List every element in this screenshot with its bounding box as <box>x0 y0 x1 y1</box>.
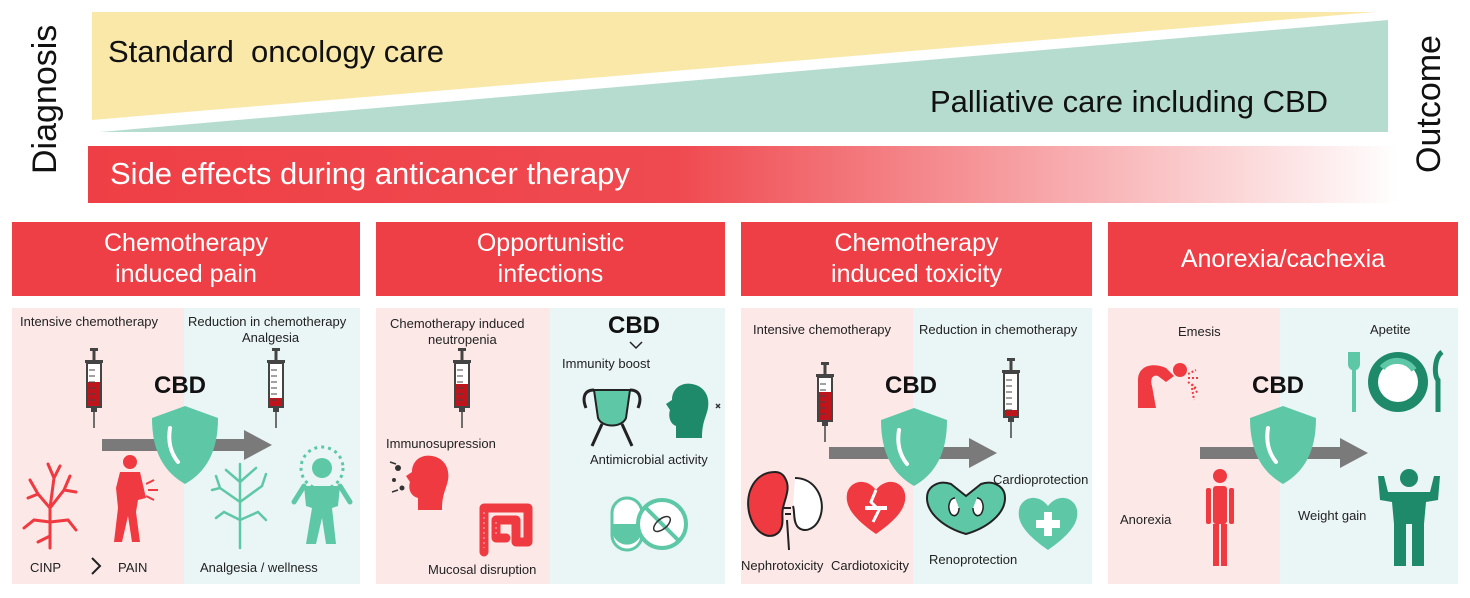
label-cardioprotection: Cardioprotection <box>993 472 1089 487</box>
panel-header-toxicity: Chemotherapy induced toxicity <box>741 222 1092 296</box>
hands-kidney-icon <box>925 481 1007 536</box>
intestine-icon <box>479 503 533 557</box>
palliative-care-wedge <box>100 20 1388 132</box>
panel-title-line: Anorexia/cachexia <box>1180 244 1386 273</box>
label-antimicrobial-activity: Antimicrobial activity <box>590 452 708 467</box>
broken-heart-icon <box>846 481 906 534</box>
syringe-icon <box>453 348 471 428</box>
label-chemo-induced: Chemotherapy induced <box>390 316 525 331</box>
pill-bacteria-icon <box>610 496 688 552</box>
standard-care-wedge <box>92 12 1375 120</box>
label-apetite: Apetite <box>1370 322 1411 337</box>
panel-title-line: infections <box>497 260 604 288</box>
label-weight-gain: Weight gain <box>1298 508 1367 523</box>
panel-title-line: induced toxicity <box>831 260 1002 288</box>
chevron-right-icon <box>91 557 102 575</box>
vomiting-person-icon <box>1138 363 1199 408</box>
nerve-icon <box>22 462 78 550</box>
chevron-down-icon <box>629 341 643 350</box>
cbd-label: CBD <box>885 372 937 399</box>
antimicrobial-head-icon <box>666 383 721 438</box>
panel-header-pain: Chemotherapy induced pain <box>12 222 360 296</box>
sick-head-icon <box>389 455 449 510</box>
label-cinp: CINP <box>30 560 62 575</box>
label-neutropenia: neutropenia <box>428 332 497 347</box>
panel-left-half <box>1108 308 1280 584</box>
strong-person-icon <box>1378 469 1440 566</box>
label-anorexia: Anorexia <box>1120 512 1172 527</box>
palliative-care-label: Palliative care including CBD <box>930 84 1329 119</box>
strong-body-icon <box>582 388 642 447</box>
cbd-label: CBD <box>154 372 206 399</box>
shield-icon <box>881 408 947 486</box>
syringe-icon <box>1002 358 1020 438</box>
cbd-label: CBD <box>608 312 660 339</box>
shield-icon <box>1250 406 1316 484</box>
panel-body-infections: Chemotherapy induced neutropenia Immunos… <box>376 308 725 584</box>
heart-plus-icon <box>1018 497 1078 550</box>
panel-title-line: Chemotherapy <box>834 229 999 257</box>
label-emesis: Emesis <box>1178 324 1221 339</box>
label-analgesia: Analgesia <box>242 330 300 345</box>
panel-header-infections: Opportunistic infections <box>376 222 725 296</box>
plate-fork-knife-icon <box>1348 350 1444 412</box>
outcome-label: Outcome <box>1410 35 1448 173</box>
label-intensive-chemo: Intensive chemotherapy <box>753 322 892 337</box>
label-reduction-chemo: Reduction in chemotherapy <box>188 314 347 329</box>
thin-person-icon <box>1206 469 1234 566</box>
panel-title-line: Opportunistic <box>476 229 625 257</box>
standard-care-label: Standard oncology care <box>108 34 445 69</box>
diagnosis-label: Diagnosis <box>26 24 64 174</box>
syringe-icon <box>267 348 285 428</box>
shield-icon <box>152 406 218 484</box>
syringe-icon <box>816 362 834 442</box>
label-reduction-chemo: Reduction in chemotherapy <box>919 322 1078 337</box>
label-pain: PAIN <box>118 560 148 575</box>
side-effects-bar <box>88 146 1400 203</box>
pain-person-icon <box>114 455 158 542</box>
panel-title-line: induced pain <box>115 260 257 288</box>
label-immunosupression: Immunosupression <box>386 436 496 451</box>
label-cardiotoxicity: Cardiotoxicity <box>831 558 910 573</box>
cbd-label: CBD <box>1252 372 1304 399</box>
top-banner-graphic <box>88 12 1400 203</box>
label-immunity-boost: Immunity boost <box>562 356 651 371</box>
panel-header-anorexia: Anorexia/cachexia <box>1108 222 1458 296</box>
kidney-icon <box>747 470 823 551</box>
panel-body-pain: Intensive chemotherapy Reduction in chem… <box>12 308 360 584</box>
label-intensive-chemo: Intensive chemotherapy <box>20 314 159 329</box>
label-mucosal-disruption: Mucosal disruption <box>428 562 537 577</box>
panel-title-line: Chemotherapy <box>104 229 268 257</box>
label-nephrotoxicity: Nephrotoxicity <box>741 558 824 573</box>
panel-body-toxicity: Intensive chemotherapy Reduction in chem… <box>741 308 1092 584</box>
label-analgesia-wellness: Analgesia / wellness <box>200 560 318 575</box>
syringe-icon <box>85 348 103 428</box>
panel-body-anorexia: Emesis Apetite CBD Anorexia Weight gain <box>1108 308 1458 584</box>
wellness-person-icon <box>291 445 353 544</box>
side-effects-label: Side effects during anticancer therapy <box>110 156 630 191</box>
healthy-nerve-icon <box>210 462 268 550</box>
label-renoprotection: Renoprotection <box>929 552 1018 567</box>
